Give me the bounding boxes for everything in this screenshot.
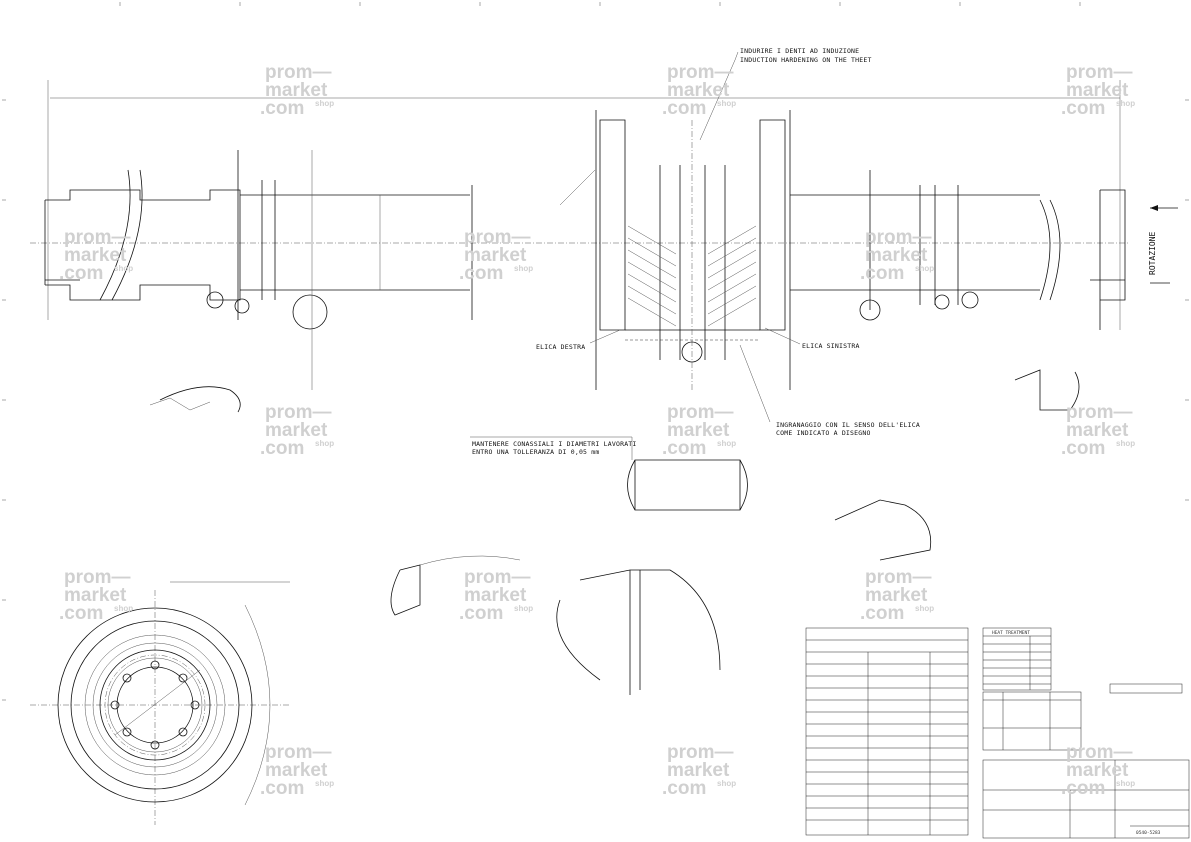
helix-left-label: ELICA SINISTRA: [802, 342, 860, 350]
svg-text:prom—: prom—: [464, 227, 531, 248]
svg-text:shop: shop: [514, 264, 533, 273]
leader-lines: [559, 51, 801, 423]
watermark-logo: prom— market .com shop: [260, 402, 334, 459]
induction-note-it: INDURIRE I DENTI AD INDUZIONE: [740, 47, 859, 55]
gearing-note-line2: COME INDICATO A DISEGNO: [776, 429, 871, 437]
svg-text:shop: shop: [717, 779, 736, 788]
helix-right-teeth: [627, 225, 677, 327]
drawing-number: 0540-5283: [1136, 830, 1161, 836]
svg-text:prom—: prom—: [667, 402, 734, 423]
svg-text:prom—: prom—: [667, 62, 734, 83]
svg-text:market: market: [265, 80, 328, 101]
helix-right-label: ELICA DESTRA: [536, 343, 585, 351]
svg-text:shop: shop: [315, 99, 334, 108]
border-ticks: [2, 2, 1189, 701]
watermark-logo: prom— market .com shop: [260, 742, 334, 799]
flange-end-view: [30, 581, 290, 825]
watermark-logo: prom— market .com shop: [860, 227, 934, 284]
svg-text:market: market: [265, 760, 328, 781]
watermarks: prom— market .com shop prom— market .com…: [59, 62, 1135, 799]
tolerance-note-line2: ENTRO UNA TOLLERANZA DI 0,05 mm: [472, 448, 600, 456]
watermark-logo: prom— market .com shop: [459, 227, 533, 284]
tolerance-note-line1: MANTENERE CONASSIALI I DIAMETRI LAVORATI: [472, 440, 637, 448]
svg-text:market: market: [1066, 760, 1129, 781]
watermark-logo: prom— market .com shop: [59, 227, 133, 284]
svg-text:prom—: prom—: [667, 742, 734, 763]
svg-text:.com: .com: [662, 778, 706, 799]
svg-text:shop: shop: [1116, 439, 1135, 448]
watermark-logo: prom— market .com shop: [1061, 742, 1135, 799]
watermark-logo: prom— market .com shop: [1061, 402, 1135, 459]
svg-text:prom—: prom—: [64, 567, 131, 588]
svg-text:.com: .com: [260, 778, 304, 799]
watermark-logo: prom— market .com shop: [260, 62, 334, 119]
watermark-logo: prom— market .com shop: [662, 62, 736, 119]
svg-text:shop: shop: [915, 264, 934, 273]
gearing-note-line1: INGRANAGGIO CON IL SENSO DELL'ELICA: [776, 421, 920, 429]
svg-text:prom—: prom—: [265, 62, 332, 83]
helix-left-teeth: [707, 225, 757, 327]
svg-text:prom—: prom—: [64, 227, 131, 248]
svg-text:shop: shop: [114, 264, 133, 273]
svg-text:prom—: prom—: [865, 567, 932, 588]
svg-text:.com: .com: [459, 603, 503, 624]
svg-text:market: market: [1066, 420, 1129, 441]
svg-text:market: market: [667, 80, 730, 101]
svg-text:market: market: [1066, 80, 1129, 101]
svg-text:.com: .com: [1061, 438, 1105, 459]
rotation-arrow-icon: [1150, 205, 1158, 211]
svg-text:prom—: prom—: [865, 227, 932, 248]
svg-text:market: market: [265, 420, 328, 441]
svg-text:.com: .com: [260, 98, 304, 119]
svg-text:.com: .com: [1061, 778, 1105, 799]
shaft-side-view: [30, 80, 1178, 390]
svg-text:shop: shop: [1116, 99, 1135, 108]
svg-text:.com: .com: [860, 263, 904, 284]
watermark-logo: prom— market .com shop: [662, 402, 736, 459]
svg-text:market: market: [667, 760, 730, 781]
svg-text:prom—: prom—: [1066, 402, 1133, 423]
svg-text:prom—: prom—: [464, 567, 531, 588]
svg-text:market: market: [865, 585, 928, 606]
svg-text:prom—: prom—: [1066, 742, 1133, 763]
svg-text:market: market: [64, 245, 127, 266]
heat-treatment-header: HEAT TREATMENT: [992, 630, 1030, 636]
svg-text:shop: shop: [315, 439, 334, 448]
induction-note-en: INDUCTION HARDENING ON THE THEET: [740, 56, 872, 64]
svg-text:shop: shop: [717, 99, 736, 108]
svg-text:.com: .com: [459, 263, 503, 284]
svg-text:prom—: prom—: [265, 402, 332, 423]
detail-views: [149, 369, 1080, 695]
svg-text:.com: .com: [59, 263, 103, 284]
svg-text:shop: shop: [514, 604, 533, 613]
svg-text:shop: shop: [915, 604, 934, 613]
svg-text:market: market: [865, 245, 928, 266]
svg-text:.com: .com: [260, 438, 304, 459]
svg-text:.com: .com: [662, 98, 706, 119]
svg-text:.com: .com: [1061, 98, 1105, 119]
svg-text:market: market: [464, 245, 527, 266]
svg-text:prom—: prom—: [1066, 62, 1133, 83]
svg-text:market: market: [64, 585, 127, 606]
svg-text:shop: shop: [114, 604, 133, 613]
svg-text:market: market: [464, 585, 527, 606]
svg-text:shop: shop: [315, 779, 334, 788]
watermark-logo: prom— market .com shop: [1061, 62, 1135, 119]
svg-text:prom—: prom—: [265, 742, 332, 763]
rotation-label: ROTAZIONE: [1148, 231, 1157, 275]
watermark-logo: prom— market .com shop: [459, 567, 533, 624]
svg-text:.com: .com: [860, 603, 904, 624]
svg-text:shop: shop: [1116, 779, 1135, 788]
svg-text:.com: .com: [59, 603, 103, 624]
watermark-logo: prom— market .com shop: [59, 567, 133, 624]
svg-text:market: market: [667, 420, 730, 441]
watermark-logo: prom— market .com shop: [662, 742, 736, 799]
watermark-logo: prom— market .com shop: [860, 567, 934, 624]
title-block: HEAT TREATMENT 0540-5283: [805, 627, 1190, 839]
svg-text:.com: .com: [662, 438, 706, 459]
svg-text:shop: shop: [717, 439, 736, 448]
